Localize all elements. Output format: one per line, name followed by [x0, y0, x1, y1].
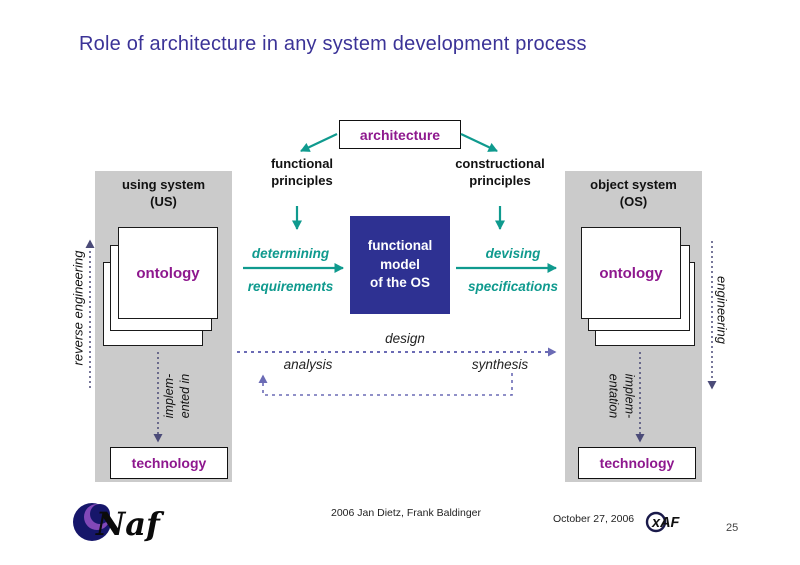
- technology-label-os: technology: [599, 455, 675, 471]
- footer-credit: 2006 Jan Dietz, Frank Baldinger: [331, 507, 481, 519]
- specifications-label: specifications: [467, 279, 559, 294]
- technology-box-us: technology: [110, 447, 228, 479]
- requirements-label: requirements: [247, 279, 334, 294]
- synthesis-label: synthesis: [471, 357, 529, 372]
- ontology-sheet-front: ontology: [118, 227, 218, 319]
- constructional-principles-label: constructional principles: [455, 156, 545, 188]
- object-system-title: object system (OS): [590, 177, 677, 209]
- ontology-label-os: ontology: [599, 264, 663, 282]
- functional-principles-label: functional principles: [270, 156, 334, 188]
- architecture-box: architecture: [339, 120, 461, 149]
- xaf-logo: xAF: [645, 511, 681, 533]
- using-system-title: using system (US): [121, 177, 206, 209]
- naf-logo-text: Naf: [95, 505, 165, 543]
- architecture-to-constructional-arrow: [460, 133, 498, 152]
- technology-label-us: technology: [131, 455, 207, 471]
- naf-logo: Naf: [73, 503, 165, 543]
- devising-label: devising: [485, 246, 541, 261]
- engineering-label: engineering: [714, 276, 730, 344]
- using-system-panel: using system (US) ontology technology: [95, 171, 232, 482]
- implemented-in-label: implem- ented in: [161, 373, 192, 419]
- object-system-panel: object system (OS) ontology technology: [565, 171, 702, 482]
- footer-date: October 27, 2006: [553, 513, 635, 525]
- page-title: Role of architecture in any system devel…: [79, 33, 587, 55]
- design-label: design: [385, 331, 425, 346]
- ontology-label-us: ontology: [136, 264, 200, 282]
- implementation-label: implem- entation: [606, 373, 637, 419]
- technology-box-os: technology: [578, 447, 696, 479]
- page-number: 25: [726, 522, 739, 534]
- ontology-sheet-front: ontology: [581, 227, 681, 319]
- reverse-engineering-label: reverse engineering: [70, 250, 86, 366]
- determining-label: determining: [251, 246, 330, 261]
- synthesis-analysis-feedback-arrow: [258, 373, 513, 396]
- architecture-to-functional-arrow: [300, 133, 338, 152]
- analysis-label: analysis: [283, 357, 333, 372]
- xaf-logo-circle: [645, 511, 667, 533]
- functional-model-box: functional model of the OS: [350, 216, 450, 314]
- xaf-logo-text: xAF: [651, 515, 681, 531]
- architecture-label: architecture: [359, 126, 441, 143]
